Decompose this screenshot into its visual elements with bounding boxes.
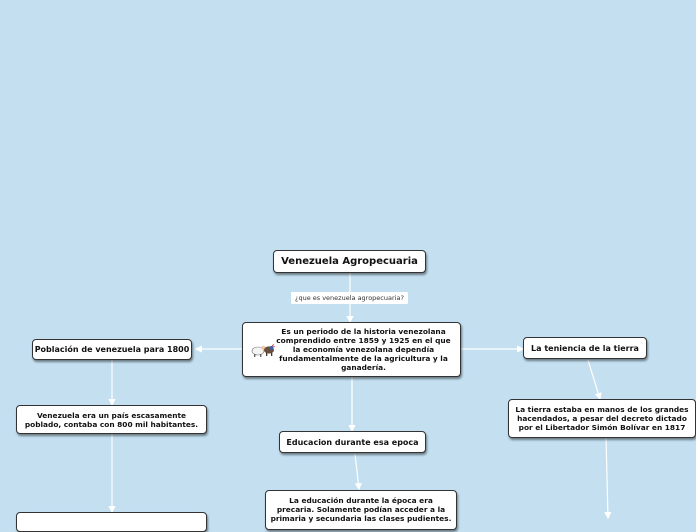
root-node-label: Venezuela Agropecuaria [281,256,418,267]
connector-lines [108,273,612,520]
connector-label: ¿que es venezuela agropecuaria? [291,292,408,304]
definition-text: Es un periodo de la historia venezolana … [276,327,451,372]
link-educacion-detail [354,453,362,491]
definition-node[interactable]: Es un periodo de la historia venezolana … [242,322,461,377]
root-node[interactable]: Venezuela Agropecuaria [273,250,426,273]
educacion-label: Educacion durante esa epoca [286,437,419,447]
connector-label-text: ¿que es venezuela agropecuaria? [295,294,404,302]
tenencia-detail-node[interactable]: La tierra estaba en manos de los grandes… [508,399,696,438]
tenencia-node[interactable]: La teniencia de la tierra [523,337,647,359]
educacion-node[interactable]: Educacion durante esa epoca [279,431,426,453]
educacion-detail-text: La educación durante la época era precar… [270,496,452,523]
educacion-detail-node[interactable]: La educación durante la época era precar… [265,490,457,530]
poblacion-node[interactable]: Población de venezuela para 1800 [32,339,192,360]
tenencia-label: La teniencia de la tierra [531,343,639,353]
cow-icon [251,343,275,357]
poblacion-detail-node[interactable]: Venezuela era un país escasamente poblad… [16,405,207,434]
link-tenencia-detail [587,359,602,401]
tenencia-detail-text: La tierra estaba en manos de los grandes… [515,405,689,432]
poblacion-label: Población de venezuela para 1800 [34,345,190,354]
poblacion-next-node[interactable] [16,512,207,532]
link-tenencia-detail-next [604,437,612,520]
poblacion-detail-text: Venezuela era un país escasamente poblad… [24,410,199,429]
